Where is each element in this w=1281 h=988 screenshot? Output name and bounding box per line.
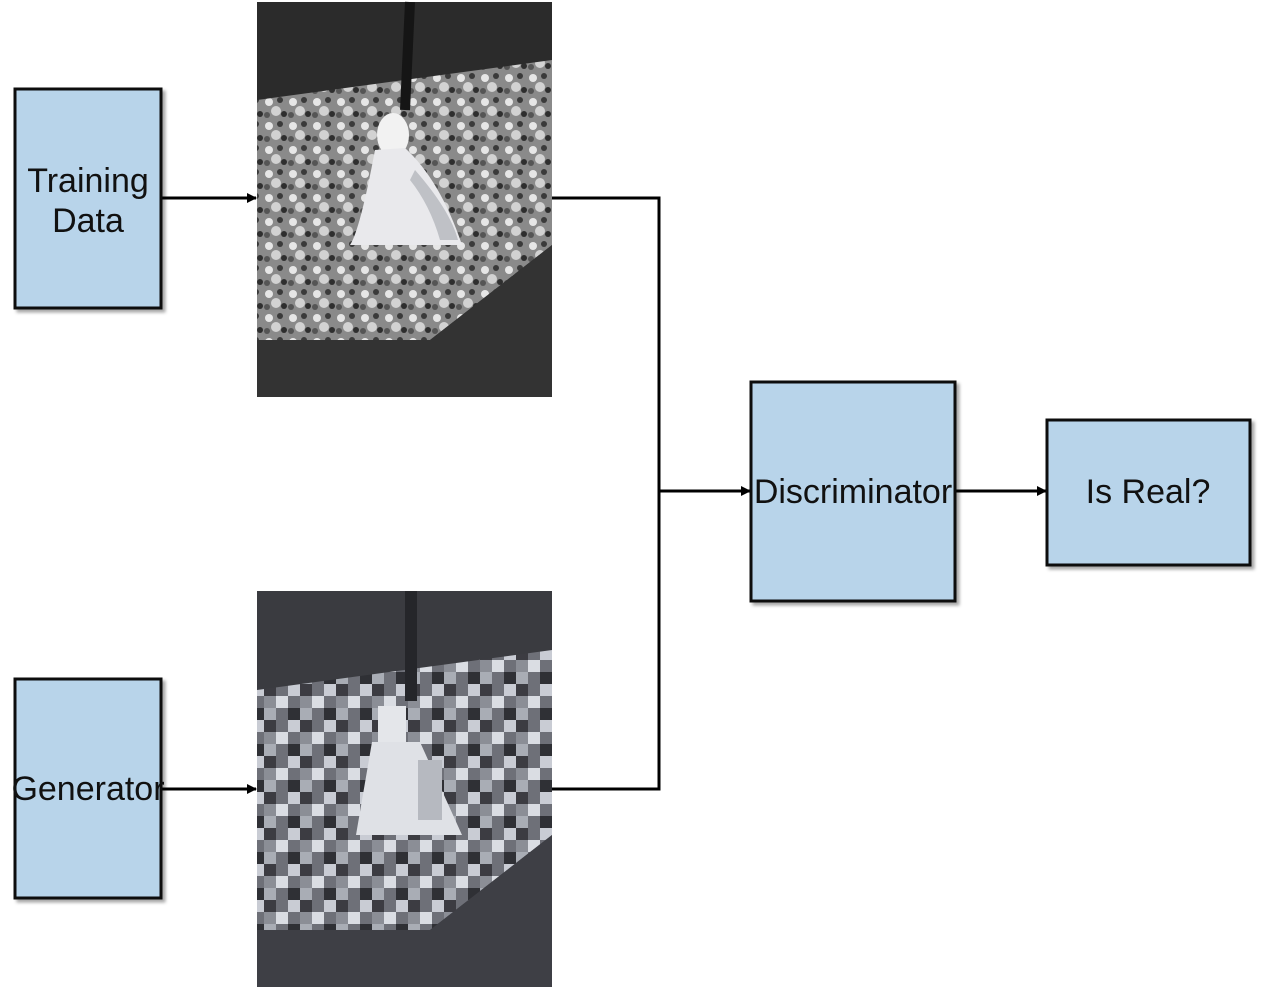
connector-lines — [162, 193, 1047, 794]
training-data-label-line-1: Training — [27, 162, 149, 200]
is-real-label: Is Real? — [1086, 473, 1211, 511]
training-data-label-line-2: Data — [52, 202, 124, 240]
discriminator-label: Discriminator — [754, 473, 952, 511]
is-real-box: Is Real? — [1045, 418, 1252, 567]
line-real-to-merge — [552, 196, 661, 491]
snowman-photo-generated-pixelated-icon — [257, 591, 552, 987]
snowman-photo-real-icon — [257, 1, 552, 397]
generator-label: Generator — [11, 770, 164, 808]
training-data-box: Training Data — [13, 87, 163, 310]
generator-box: Generator — [11, 677, 165, 900]
discriminator-box: Discriminator — [749, 380, 957, 603]
line-generated-to-merge — [552, 491, 661, 791]
